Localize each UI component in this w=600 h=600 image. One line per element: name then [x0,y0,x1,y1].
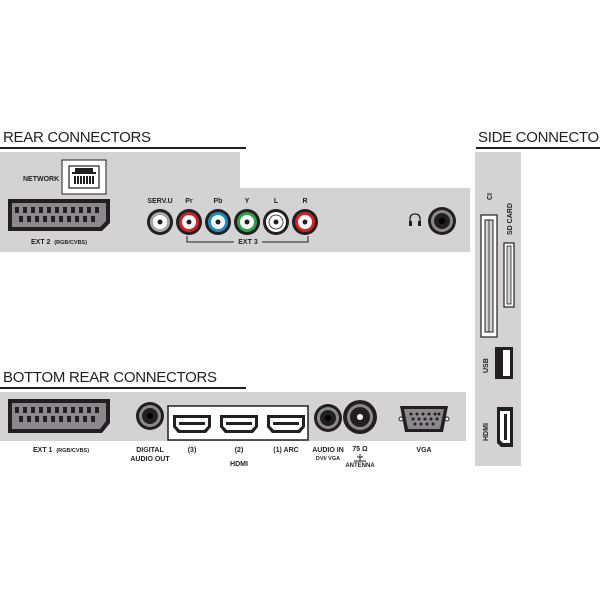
network-port[interactable] [61,159,107,195]
pb-label: Pb [213,198,223,205]
ext1-scart-port[interactable] [6,397,112,435]
serv-u-label: SERV.U [147,198,173,205]
side-heading-rule [476,147,600,149]
headphone-icon [409,213,421,226]
ext1-label: EXT 1 (RGB/CVBS) [33,446,89,456]
bottom-heading-rule [0,387,246,389]
hdmi-3-label: (3) [187,447,197,454]
digital-audio-line1: DIGITAL [136,447,164,454]
antenna-ohm-label: 75 Ω [352,446,368,453]
vga-port[interactable] [398,404,450,434]
audio-in-dvi-vga-jack[interactable] [313,403,343,433]
network-label: NETWORK [23,176,60,183]
headphone-jack[interactable] [427,206,457,236]
rear-heading-rule [0,147,246,149]
ext2-label: EXT 2 (RGB/CVBS) [31,238,87,248]
side-hdmi-port[interactable] [496,406,514,448]
ext3-label: EXT 3 [238,239,258,246]
digital-audio-out-jack[interactable] [135,401,165,431]
digital-audio-out-label: DIGITAL AUDIO OUT [120,446,180,464]
ext3-bracket [186,236,309,243]
hdmi-1-arc-label: (1) ARC [273,447,299,454]
pb-jack[interactable] [204,208,232,236]
sd-card-slot[interactable] [503,242,515,308]
ci-slot[interactable] [480,214,498,338]
audio-in-line1: AUDIO IN [312,447,344,454]
y-jack[interactable] [233,208,261,236]
hdmi-3-port[interactable] [172,414,212,434]
hdmi-2-label: (2) [234,447,244,454]
y-label: Y [244,198,250,205]
ext2-label-text: EXT 2 [31,239,51,246]
l-jack[interactable] [262,208,290,236]
hdmi-group-label: HDMI [230,461,248,468]
r-label: R [302,198,308,205]
audio-in-label: AUDIO IN DVI/ VGA [303,446,353,464]
usb-port[interactable] [494,346,514,380]
rear-connectors-heading: REAR CONNECTORS [3,129,151,146]
r-jack[interactable] [291,208,319,236]
ext1-label-text: EXT 1 [33,447,53,454]
bottom-rear-connectors-heading: BOTTOM REAR CONNECTORS [3,369,217,386]
vga-label: VGA [416,447,432,454]
audio-in-line2: DVI/ VGA [315,456,341,462]
antenna-symbol-icon [354,454,366,462]
antenna-label: ANTENNA [345,463,375,469]
l-label: L [273,198,279,205]
sd-card-label: SD CARD [507,203,514,235]
digital-audio-line2: AUDIO OUT [130,456,170,463]
pr-label: Pr [185,198,193,205]
hdmi-1-arc-port[interactable] [266,414,306,434]
side-connectors-heading: SIDE CONNECTORS [478,129,600,146]
usb-label: USB [483,358,490,373]
antenna-jack[interactable] [342,399,378,435]
ext2-scart-port[interactable] [6,197,112,233]
pr-jack[interactable] [175,208,203,236]
ext1-sub-label: (RGB/CVBS) [56,448,90,454]
ext2-sub-label: (RGB/CVBS) [54,240,88,246]
hdmi-2-port[interactable] [219,414,259,434]
ci-label: CI [487,193,494,200]
serv-u-jack[interactable] [146,208,174,236]
side-hdmi-label: HDMI [483,423,490,441]
